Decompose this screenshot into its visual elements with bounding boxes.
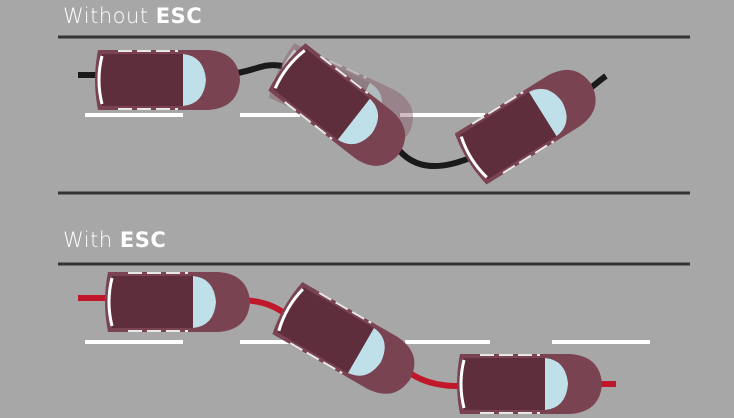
car-icon <box>268 279 427 407</box>
title-text: With <box>63 228 120 252</box>
skid-path-without-esc <box>78 62 608 170</box>
title-with-esc: With ESC <box>63 228 166 252</box>
title-without-esc: Without ESC <box>63 4 202 28</box>
car-icon <box>103 270 252 334</box>
car-icon <box>93 48 242 112</box>
car-icon <box>450 56 609 188</box>
title-bold: ESC <box>119 228 167 252</box>
title-bold: ESC <box>155 4 203 28</box>
car-icon <box>455 352 604 416</box>
title-text: Without <box>63 4 156 28</box>
stable-path-with-esc <box>78 295 616 389</box>
